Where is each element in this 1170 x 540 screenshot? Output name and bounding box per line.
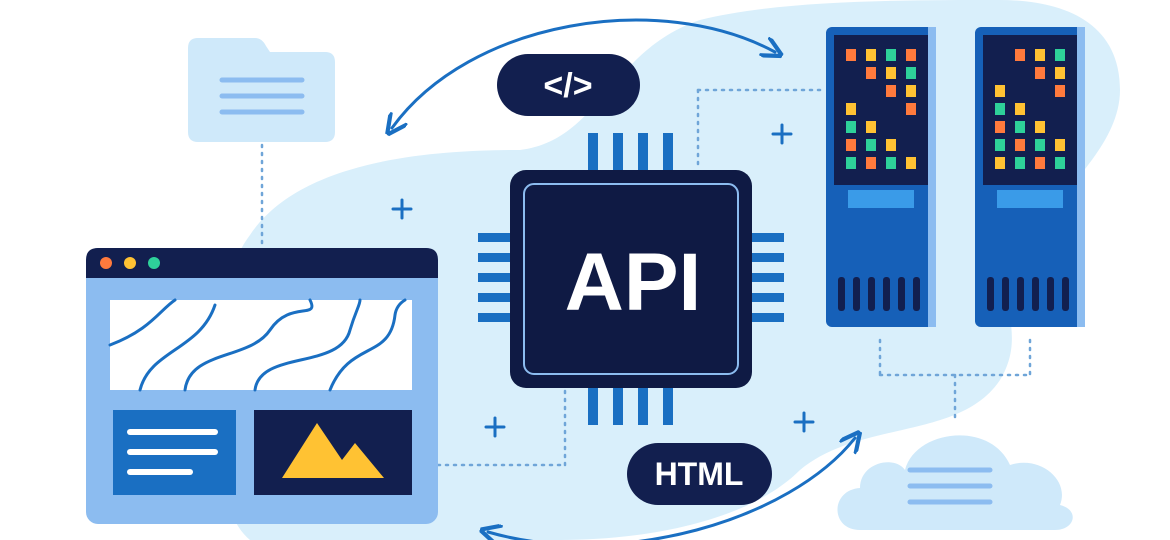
server-led: [866, 85, 876, 97]
server-vent: [898, 277, 905, 311]
server-led: [1035, 67, 1045, 79]
server-vent: [987, 277, 994, 311]
server-led: [1015, 49, 1025, 61]
server-led: [1035, 121, 1045, 133]
servers: [826, 27, 1085, 327]
server-led: [1055, 85, 1065, 97]
arrows: [392, 18, 855, 540]
server-led: [886, 85, 896, 97]
server-led: [846, 121, 856, 133]
plus-icon: [391, 198, 413, 220]
html-badge-label: HTML: [655, 456, 744, 492]
server-led: [995, 121, 1005, 133]
server-led: [1055, 157, 1065, 169]
server-led: [995, 139, 1005, 151]
server-led: [995, 85, 1005, 97]
server-led: [846, 103, 856, 115]
server-led: [1035, 139, 1045, 151]
cloud-icon: [837, 435, 1073, 530]
server-drive-slot: [997, 190, 1063, 208]
server-led: [906, 121, 916, 133]
mountain-image-icon: [282, 423, 384, 478]
server-led: [906, 85, 916, 97]
server-led: [906, 67, 916, 79]
server-led: [866, 67, 876, 79]
server-led: [886, 49, 896, 61]
server-led: [995, 49, 1005, 61]
server-led: [1015, 103, 1025, 115]
server-led: [886, 103, 896, 115]
server-led: [995, 103, 1005, 115]
server-vent: [913, 277, 920, 311]
server-led: [866, 121, 876, 133]
server-led: [846, 139, 856, 151]
server-led: [1055, 139, 1065, 151]
server-drive-slot: [848, 190, 914, 208]
server-led: [906, 103, 916, 115]
server-led: [846, 49, 856, 61]
server-led: [846, 157, 856, 169]
chip-pins: [478, 133, 784, 425]
server-led: [1035, 157, 1045, 169]
browser-titlebar: [86, 248, 438, 278]
map-lines: [108, 298, 407, 392]
server-led: [1055, 103, 1065, 115]
html-badge: HTML: [627, 443, 772, 505]
chip-icon: API: [510, 170, 752, 388]
server-led: [866, 49, 876, 61]
server-led: [1035, 103, 1045, 115]
chip-label: API: [565, 237, 702, 328]
server-led: [846, 67, 856, 79]
server-vent: [838, 277, 845, 311]
server-led: [906, 139, 916, 151]
server-led: [1035, 85, 1045, 97]
server-led: [866, 139, 876, 151]
server-led: [886, 67, 896, 79]
server-led: [906, 157, 916, 169]
server-led: [886, 157, 896, 169]
code-badge-label: </>: [543, 67, 592, 105]
server-led: [1055, 121, 1065, 133]
server-led: [995, 67, 1005, 79]
server-led: [866, 103, 876, 115]
server-vent: [1047, 277, 1054, 311]
server-vent: [1002, 277, 1009, 311]
window-dot-yellow: [124, 257, 136, 269]
arrow-top: [392, 18, 775, 128]
server-icon: [826, 27, 936, 327]
server-vent: [883, 277, 890, 311]
server-icon: [975, 27, 1085, 327]
code-badge: </>: [497, 54, 640, 116]
server-led: [846, 85, 856, 97]
server-led: [1055, 67, 1065, 79]
server-vent: [853, 277, 860, 311]
server-led: [1035, 49, 1045, 61]
folder-icon: [188, 38, 335, 142]
browser-window-icon: [86, 248, 438, 524]
arrow-bottom: [488, 438, 855, 540]
server-vent: [868, 277, 875, 311]
window-dot-orange: [100, 257, 112, 269]
server-led: [1055, 49, 1065, 61]
server-vent: [1062, 277, 1069, 311]
server-led: [1015, 67, 1025, 79]
server-vent: [1032, 277, 1039, 311]
server-led: [1015, 139, 1025, 151]
server-led: [1015, 85, 1025, 97]
server-led: [886, 139, 896, 151]
server-led: [1015, 157, 1025, 169]
server-led: [886, 121, 896, 133]
server-led: [995, 157, 1005, 169]
server-led: [1015, 121, 1025, 133]
server-led: [866, 157, 876, 169]
server-vent: [1017, 277, 1024, 311]
server-led: [906, 49, 916, 61]
window-dot-green: [148, 257, 160, 269]
